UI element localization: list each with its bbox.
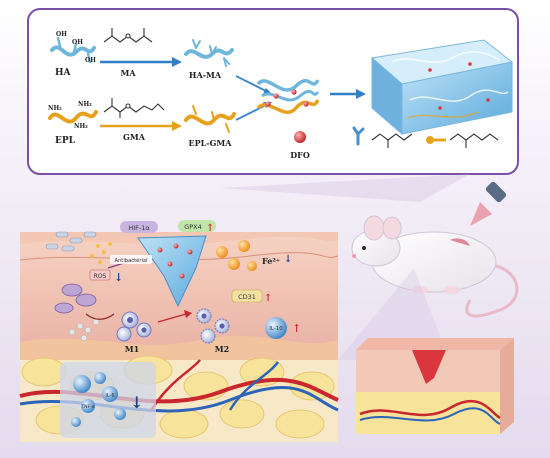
callout-funnel <box>220 174 470 202</box>
epl-strand-icon <box>48 110 98 124</box>
mix-arrow-top <box>235 75 269 93</box>
m2-label: M2 <box>215 344 229 354</box>
synthesis-panel <box>27 8 519 175</box>
epl-gma-strand-icon <box>184 105 236 133</box>
gpx4-label: GPX4 <box>184 223 202 231</box>
fe-down-arrow: ↓ <box>284 254 292 265</box>
mouse-icon <box>351 215 519 318</box>
m1-macrophage-icon <box>116 311 152 342</box>
ha-oh-1: OH <box>56 31 67 38</box>
hydrogel-block <box>370 39 514 136</box>
cd31-up-arrow: ↑ <box>264 293 272 304</box>
ros-badge <box>89 269 111 281</box>
fe-label: Fe²⁺ <box>262 256 280 266</box>
ha-ma-strand-icon <box>184 39 234 67</box>
ha-label: HA <box>55 68 72 78</box>
ha-strand-icon <box>50 36 96 64</box>
neutrophil-icon <box>54 283 97 314</box>
ha-ma-label: HA-MA <box>189 70 222 80</box>
cytokine-down-arrow: ↓ <box>130 393 143 412</box>
gma-group-legend-icon <box>426 133 499 148</box>
bacteria-icon <box>45 231 97 252</box>
ma-label: MA <box>120 68 136 78</box>
debris-particles <box>68 318 100 342</box>
il10-label: IL-10 <box>269 326 283 332</box>
epl-label: EPL <box>55 136 76 146</box>
hif-badge <box>120 221 158 233</box>
light-source-icon <box>470 181 507 226</box>
precursor-mixture-icon <box>256 79 320 114</box>
hif-label: HIF-1α <box>128 224 149 232</box>
tnf-label: TNF-α <box>80 404 94 410</box>
ha-oh-2: OH <box>72 39 83 46</box>
gpx4-badge <box>178 220 216 232</box>
cd31-label: CD31 <box>238 293 256 301</box>
closeup-skin-block <box>356 338 514 434</box>
epl-nh2-1: NH₂ <box>48 105 62 112</box>
il10-bubble <box>265 317 287 339</box>
epl-nh2-2: NH₂ <box>74 123 88 130</box>
antibacterial-label: Antibacterial <box>114 258 147 264</box>
ma-group-legend-icon <box>352 126 413 148</box>
m1-label: M1 <box>125 344 139 354</box>
ros-down-arrow: ↓ <box>114 271 123 284</box>
il10-up-arrow: ↑ <box>292 322 301 335</box>
m2-macrophage-icon <box>196 308 230 344</box>
il6-label: IL-6 <box>105 393 114 399</box>
gpx4-up-arrow: ↑ <box>206 223 214 234</box>
polarization-arrow <box>157 313 187 323</box>
antibacterial-particles <box>90 242 112 264</box>
epl-gma-label: EPL-GMA <box>189 138 233 148</box>
gma-molecule-icon <box>103 98 165 118</box>
ros-label: ROS <box>94 273 107 280</box>
cd31-badge <box>231 289 263 303</box>
gma-label: GMA <box>123 132 146 142</box>
dfo-label: DFO <box>290 150 310 160</box>
ha-oh-3: OH <box>85 57 96 64</box>
iron-ions-icon <box>216 240 257 271</box>
epl-nh2-3: NH₂ <box>78 101 92 108</box>
ma-molecule-icon <box>103 28 153 43</box>
dfo-icon <box>294 131 306 143</box>
cytokine-bubbles <box>71 372 126 427</box>
